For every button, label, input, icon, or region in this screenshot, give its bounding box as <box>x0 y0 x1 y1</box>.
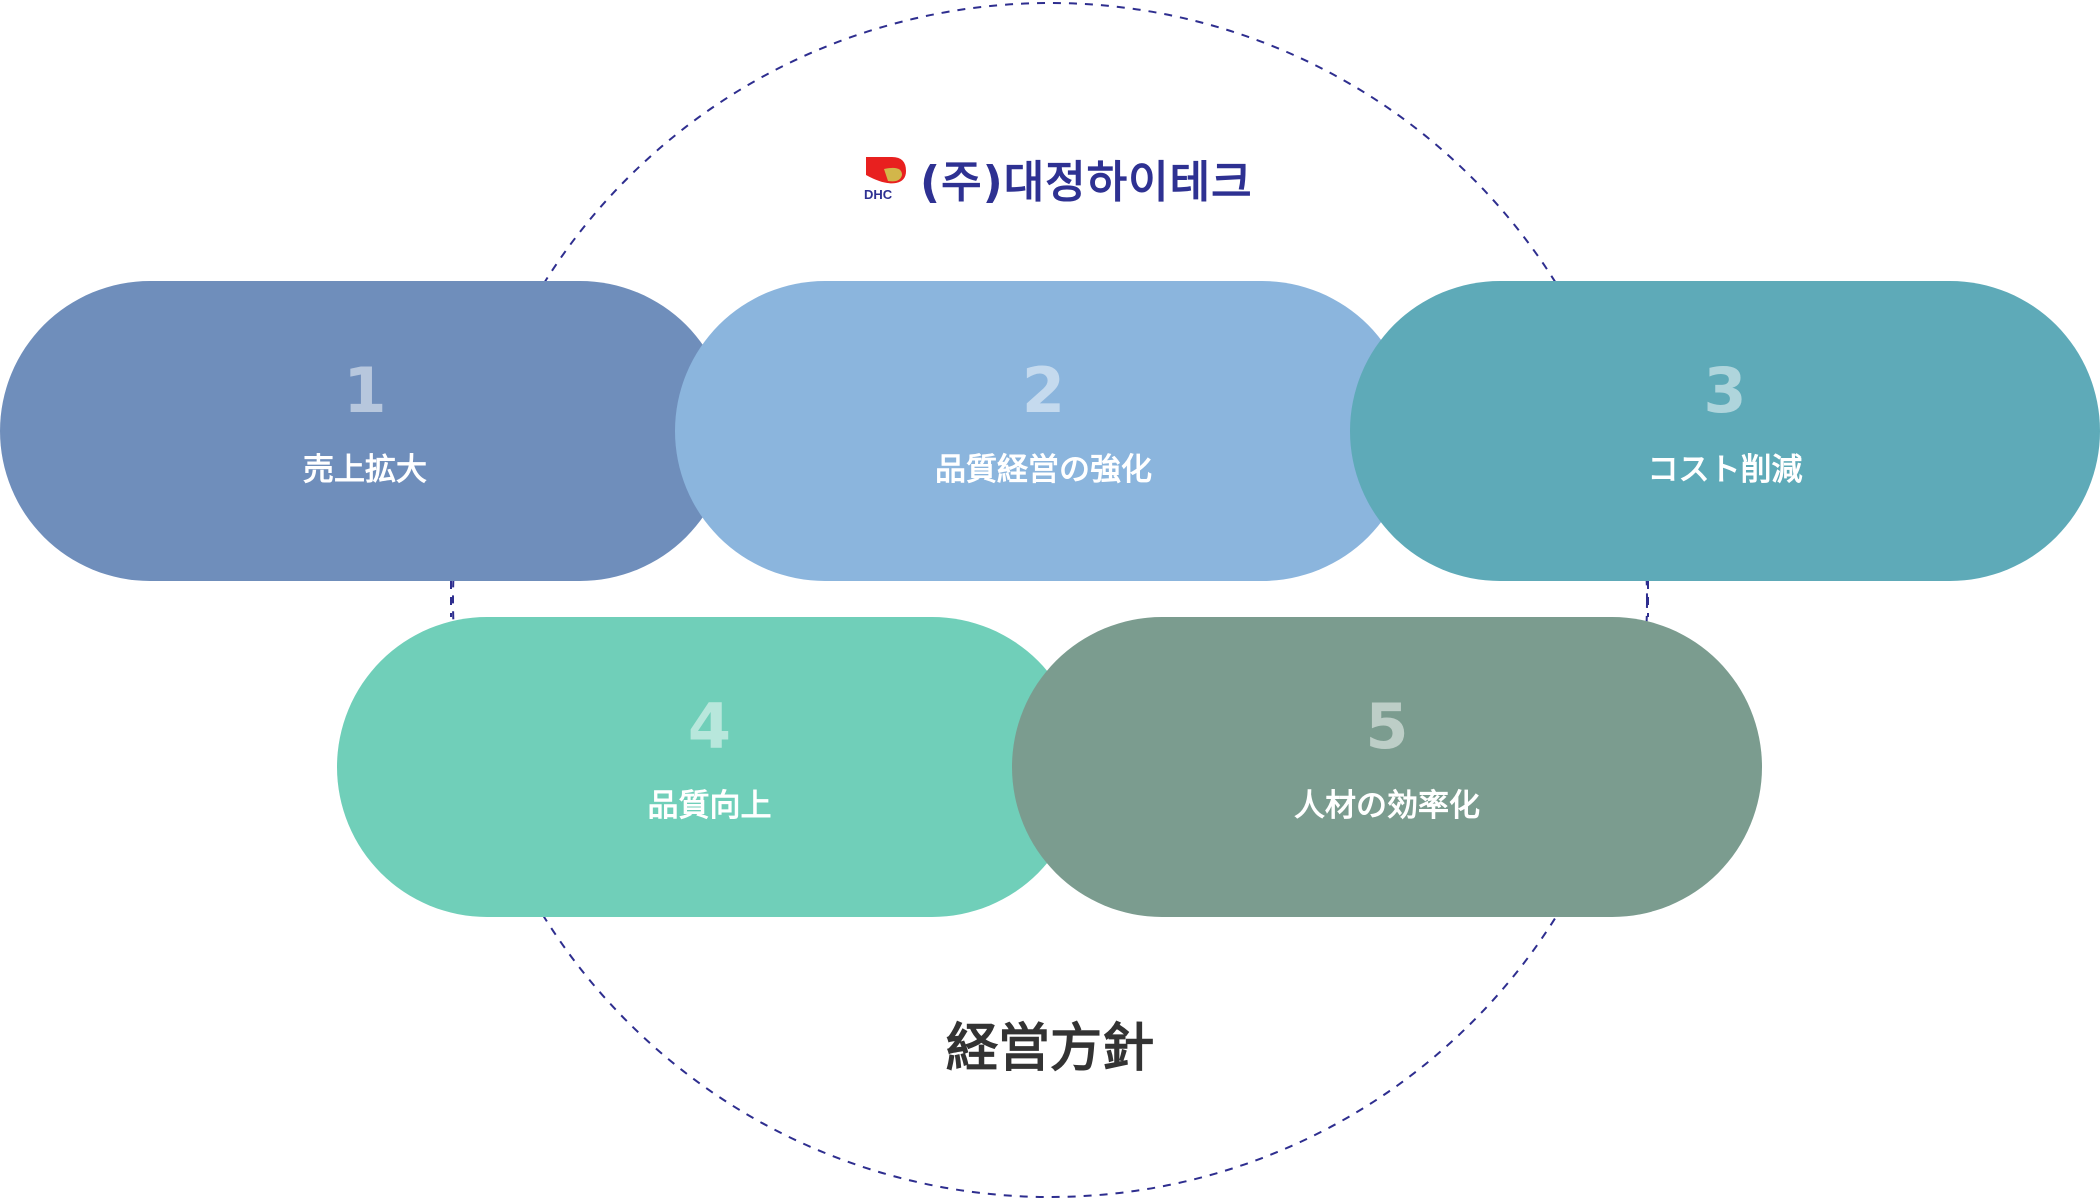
policy-number: 3 <box>1703 353 1747 427</box>
policy-number: 5 <box>1365 689 1409 763</box>
policy-pill-3: 3 コスト削減 <box>1350 281 2100 581</box>
policy-number: 1 <box>343 353 387 427</box>
policy-pill-5: 5 人材の効率化 <box>1012 617 1762 917</box>
policy-pill-2: 2 品質経営の強化 <box>675 281 1412 581</box>
policy-number: 2 <box>1021 353 1066 427</box>
policy-label: 売上拡大 <box>303 451 427 488</box>
policy-number: 4 <box>687 689 732 763</box>
svg-text:DHC: DHC <box>864 187 893 201</box>
policy-label: 品質経営の強化 <box>935 451 1152 488</box>
diagram-title: 経営方針 <box>945 1019 1154 1079</box>
company-logo: DHC (주)대정하이테크 <box>862 146 1253 210</box>
company-name: (주)대정하이테크 <box>920 157 1253 208</box>
policy-pill-4: 4 品質向上 <box>337 617 1082 917</box>
dhc-logo-icon: DHC <box>864 157 906 201</box>
policy-label: 品質向上 <box>647 787 772 824</box>
policy-pill-1: 1 売上拡大 <box>0 281 730 581</box>
policy-label: 人材の効率化 <box>1294 787 1480 824</box>
policy-label: コスト削減 <box>1647 451 1803 488</box>
